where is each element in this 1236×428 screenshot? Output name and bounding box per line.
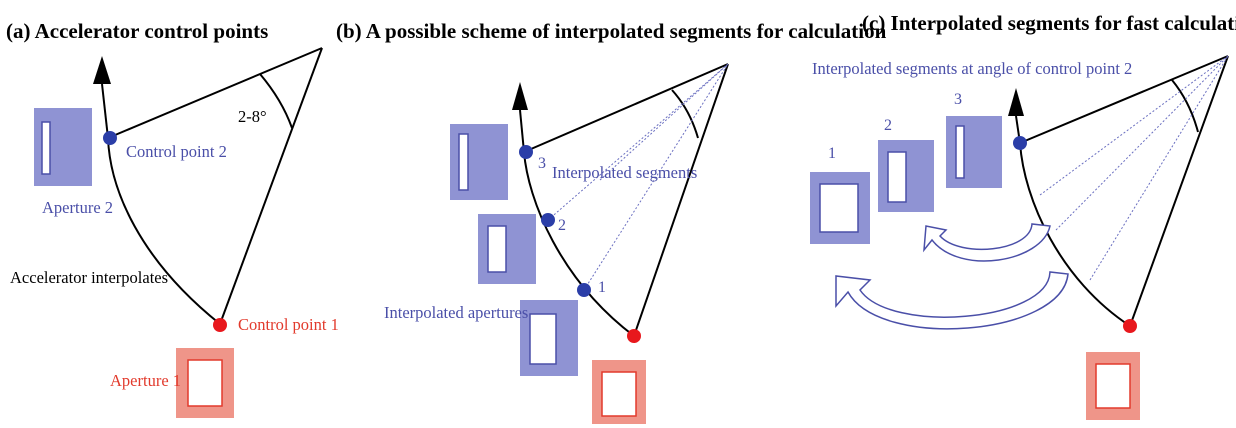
panel-c: (c) Interpolated segments for fast calcu…	[810, 11, 1236, 420]
segment-3-number: 3	[538, 155, 546, 172]
aperture-2-slot	[887, 151, 907, 203]
direction-arrow-icon	[93, 56, 111, 84]
aperture-2-number: 2	[884, 117, 892, 134]
interpolated-aperture-3-slot	[458, 133, 469, 191]
control-point-2-dot	[1013, 136, 1027, 150]
radius-line-upper	[107, 47, 323, 139]
control-point-2-label: Control point 2	[126, 142, 227, 161]
segments-at-angle-label: Interpolated segments at angle of contro…	[812, 59, 1132, 78]
aperture-3-number: 3	[954, 91, 962, 108]
aperture-1-slot	[601, 371, 637, 417]
aperture-red-slot	[1095, 363, 1131, 409]
panel-a-title: (a) Accelerator control points	[6, 19, 268, 43]
interpolated-segments-label: Interpolated segments	[552, 163, 697, 182]
interp-line-extra	[599, 63, 729, 181]
control-point-1-dot	[627, 329, 641, 343]
interpolated-aperture-2	[478, 214, 536, 284]
aperture-1-label: Aperture 1	[110, 371, 181, 390]
arc-path	[107, 137, 221, 325]
radius-line-upper	[523, 63, 729, 153]
interpolated-apertures-label: Interpolated apertures	[384, 303, 528, 322]
radius-line-lower	[633, 63, 729, 337]
angle-arc	[671, 89, 699, 139]
arrow-shaft	[101, 83, 109, 139]
radius-line-lower	[219, 47, 323, 325]
angle-label: 2-8°	[238, 107, 267, 126]
aperture-3	[946, 116, 1002, 188]
segment-2-number: 2	[558, 217, 566, 234]
arc-path	[1019, 142, 1131, 327]
arc-path	[523, 151, 635, 337]
aperture-1-slot	[819, 183, 859, 233]
segment-2-dot	[541, 213, 555, 227]
panel-b: (b) A possible scheme of interpolated se…	[336, 19, 887, 424]
aperture-3-slot	[955, 125, 965, 179]
panel-a: (a) Accelerator control points 2-8° Aper…	[6, 19, 339, 418]
radius-line-lower	[1129, 55, 1229, 327]
interp-line-a	[1055, 55, 1229, 231]
interpolated-aperture-1-slot	[529, 313, 557, 365]
arrow-shaft	[519, 109, 525, 153]
aperture-1-number: 1	[828, 145, 836, 162]
segment-3-dot	[519, 145, 533, 159]
panel-c-title: (c) Interpolated segments for fast calcu…	[862, 11, 1236, 35]
interp-line-c	[1039, 55, 1229, 196]
panel-b-title: (b) A possible scheme of interpolated se…	[336, 19, 887, 43]
direction-arrow-icon	[512, 82, 528, 110]
interpolated-aperture-2-slot	[487, 225, 507, 273]
swoop-arrow-large-icon	[835, 271, 1069, 330]
accelerator-interpolates-label: Accelerator interpolates	[10, 268, 168, 287]
angle-arc	[1171, 79, 1199, 133]
aperture-2-label: Aperture 2	[42, 198, 113, 217]
segment-1-number: 1	[598, 279, 606, 296]
interp-line-1	[583, 63, 729, 291]
direction-arrow-icon	[1008, 88, 1024, 116]
control-point-1-label: Control point 1	[238, 315, 339, 334]
control-point-1-dot	[1123, 319, 1137, 333]
control-point-2-dot	[103, 131, 117, 145]
control-point-1-dot	[213, 318, 227, 332]
segment-1-dot	[577, 283, 591, 297]
aperture-1-slot	[187, 359, 223, 407]
aperture-2-slot	[41, 121, 51, 175]
radius-line-upper	[1019, 55, 1229, 144]
swoop-arrow-small-icon	[923, 223, 1051, 262]
angle-arc	[259, 73, 293, 129]
